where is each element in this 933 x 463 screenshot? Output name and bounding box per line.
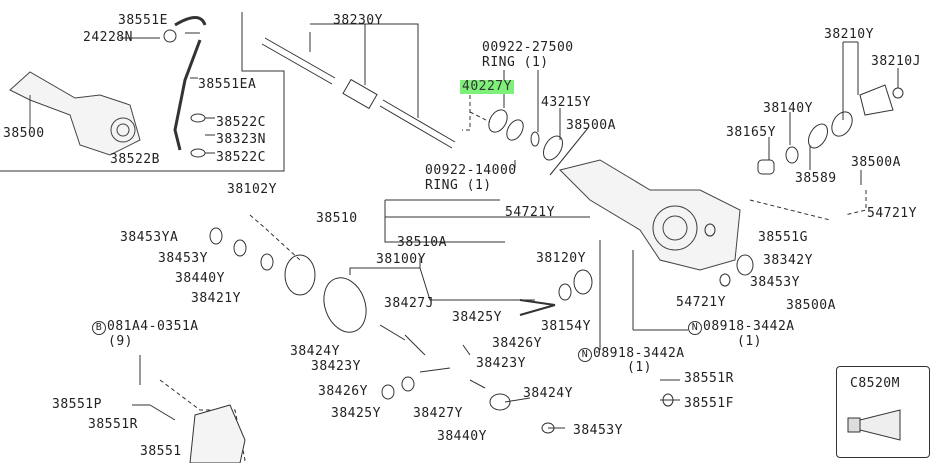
part-label[interactable]: 38453Y: [750, 275, 800, 290]
diff-case: [284, 254, 316, 296]
part-label[interactable]: 38551: [140, 444, 182, 459]
circled-b-mark: B: [92, 321, 106, 335]
part-label[interactable]: 38440Y: [437, 429, 487, 444]
part-label[interactable]: 38426Y: [492, 336, 542, 351]
part-label[interactable]: 54721Y: [676, 295, 726, 310]
part-label[interactable]: 38421Y: [191, 291, 241, 306]
part-label[interactable]: 00922-14000: [425, 163, 517, 178]
part-label[interactable]: 38323N: [216, 132, 266, 147]
part-label[interactable]: 38551E: [118, 13, 168, 28]
part-label[interactable]: 38551F: [684, 396, 734, 411]
part-label[interactable]: 38500: [3, 126, 45, 141]
part-label[interactable]: 38551G: [758, 230, 808, 245]
part-label[interactable]: 38427Y: [413, 406, 463, 421]
part-label[interactable]: 38589: [795, 171, 837, 186]
part-label[interactable]: 38424Y: [523, 386, 573, 401]
part-label[interactable]: 38500A: [566, 118, 616, 133]
part-label[interactable]: 38453Y: [573, 423, 623, 438]
part-number: 08918-3442A: [703, 319, 795, 334]
quantity-note: (9): [108, 334, 133, 349]
part-label[interactable]: 38510: [316, 211, 358, 226]
part-label[interactable]: 38230Y: [333, 13, 383, 28]
part-label[interactable]: 38342Y: [763, 253, 813, 268]
ring-gear: [323, 277, 367, 333]
part-label[interactable]: 38551R: [684, 371, 734, 386]
part-label[interactable]: 38423Y: [476, 356, 526, 371]
part-number: 081A4-0351A: [107, 319, 199, 334]
part-label[interactable]: 38551EA: [198, 77, 257, 92]
part-label[interactable]: 24228N: [83, 30, 133, 45]
part-note: RING (1): [482, 55, 549, 70]
part-note: RING (1): [425, 178, 492, 193]
part-label[interactable]: 38425Y: [331, 406, 381, 421]
highlighted-part-label[interactable]: 40227Y: [460, 79, 514, 94]
drive-shaft-drawing: [261, 23, 456, 149]
quantity-note: (1): [627, 360, 652, 375]
part-label[interactable]: 38423Y: [311, 359, 361, 374]
part-label[interactable]: 38551R: [88, 417, 138, 432]
part-label[interactable]: 38500A: [851, 155, 901, 170]
part-label[interactable]: 38100Y: [376, 252, 426, 267]
part-label[interactable]: 38453Y: [158, 251, 208, 266]
special-tool-inset: [836, 366, 930, 458]
part-label[interactable]: 38140Y: [763, 101, 813, 116]
part-label[interactable]: 38165Y: [726, 125, 776, 140]
part-label[interactable]: 43215Y: [541, 95, 591, 110]
part-label[interactable]: 38427J: [384, 296, 434, 311]
quantity-note: (1): [737, 334, 762, 349]
differential-carrier-drawing: [559, 159, 741, 271]
part-label[interactable]: 38120Y: [536, 251, 586, 266]
part-label[interactable]: 54721Y: [867, 206, 917, 221]
part-label[interactable]: 38210J: [871, 54, 921, 69]
part-label[interactable]: 38424Y: [290, 344, 340, 359]
group-frame: [0, 12, 285, 172]
circled-n-mark: N: [578, 348, 592, 362]
part-number: 08918-3442A: [593, 346, 685, 361]
part-label[interactable]: 38510A: [397, 235, 447, 250]
part-label[interactable]: 38522B: [110, 152, 160, 167]
clamp: [163, 29, 177, 43]
part-label[interactable]: 38440Y: [175, 271, 225, 286]
part-label[interactable]: 00922-27500: [482, 40, 574, 55]
part-label[interactable]: C8520M: [850, 376, 900, 391]
circled-n-mark: N: [688, 321, 702, 335]
part-label[interactable]: 38102Y: [227, 182, 277, 197]
axle-assembly-drawing: [9, 71, 141, 156]
part-label[interactable]: 38522C: [216, 115, 266, 130]
part-label[interactable]: 54721Y: [505, 205, 555, 220]
part-label[interactable]: 38425Y: [452, 310, 502, 325]
part-label[interactable]: 38522C: [216, 150, 266, 165]
breather-hose: [173, 16, 207, 151]
part-label[interactable]: 38210Y: [824, 27, 874, 42]
part-label[interactable]: 38551P: [52, 397, 102, 412]
part-label[interactable]: 38154Y: [541, 319, 591, 334]
part-label[interactable]: 38453YA: [120, 230, 179, 245]
part-label[interactable]: 38426Y: [318, 384, 368, 399]
part-label[interactable]: 38500A: [786, 298, 836, 313]
